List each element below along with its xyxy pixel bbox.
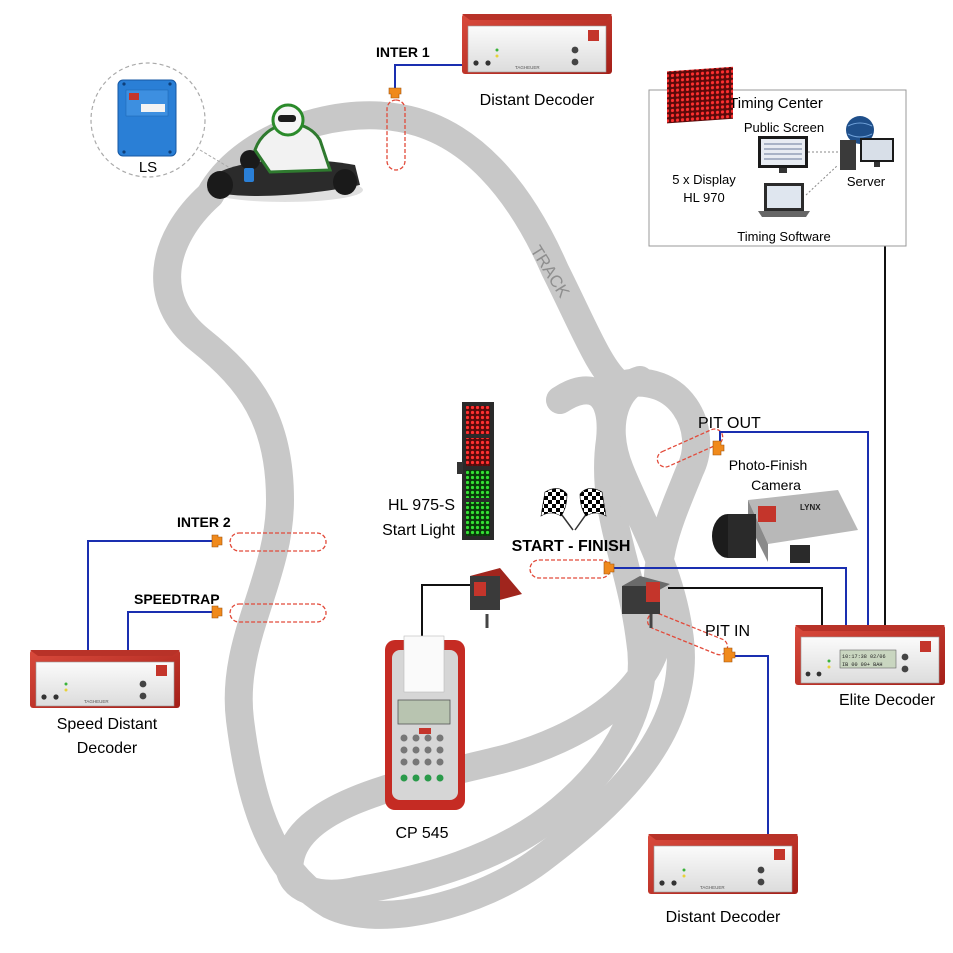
decoder-brand: TAGHEUER <box>84 699 109 704</box>
cp545-label: CP 545 <box>395 825 448 842</box>
connector-inter2 <box>211 534 223 548</box>
speed-distant-decoder: TAGHEUER <box>30 650 180 708</box>
start-light <box>457 402 494 540</box>
checkered-flags-icon <box>540 488 607 531</box>
timing-software-label: Timing Software <box>737 229 830 244</box>
lynx-brand: LYNX <box>800 503 821 512</box>
photo-finish-camera: LYNX <box>712 490 858 563</box>
cable-pit-in <box>735 655 769 845</box>
inter1-label: INTER 1 <box>376 44 430 60</box>
photo-finish-label-1: Photo-Finish <box>729 457 808 473</box>
cable-inter1 <box>394 64 463 95</box>
display-label-1: 5 x Display <box>672 172 736 187</box>
pit-in-label: PIT IN <box>705 623 750 640</box>
photo-finish-label-2: Camera <box>751 477 801 493</box>
pit-out-label: PIT OUT <box>698 415 761 432</box>
cable-inter2 <box>87 540 218 650</box>
photo-cell-right <box>622 576 670 628</box>
connector-pit-out <box>712 440 725 456</box>
cable-pit-out <box>719 431 869 625</box>
loop-speedtrap <box>229 603 327 623</box>
loop-inter2 <box>229 532 327 552</box>
start-light-label-2: Start Light <box>382 522 455 539</box>
display-label-2: HL 970 <box>683 190 724 205</box>
elite-decoder: 10:17:38 02/06 IB 00 00+ BAH <box>795 625 945 685</box>
speedtrap-label: SPEEDTRAP <box>134 591 220 607</box>
cable-start-finish <box>612 567 847 625</box>
elite-decoder-label: Elite Decoder <box>839 692 936 709</box>
distant-decoder-top: TAGHEUER <box>462 14 612 74</box>
timing-center: Timing Center Public Screen 5 x Display … <box>648 66 907 247</box>
start-light-label-1: HL 975-S <box>388 497 455 514</box>
timing-center-title: Timing Center <box>729 95 823 112</box>
connector-speedtrap <box>211 605 223 619</box>
server-tower <box>840 140 856 170</box>
photo-cell-left <box>470 568 522 628</box>
connector-inter1 <box>388 87 402 99</box>
ls-transponder-bubble: LS <box>90 62 231 178</box>
speed-distant-decoder-label-1: Speed Distant <box>57 716 158 733</box>
track: TRACK <box>153 101 711 929</box>
connector-start-finish <box>603 561 615 575</box>
track-outer-loop <box>153 181 695 929</box>
cable-cp545 <box>421 584 470 650</box>
distant-decoder-bottom-label: Distant Decoder <box>666 909 781 926</box>
display-hl970-panel <box>667 66 733 124</box>
decoder-brand: TAGHEUER <box>515 65 540 70</box>
public-screen-label: Public Screen <box>744 120 824 135</box>
start-finish-label: START - FINISH <box>512 538 631 555</box>
cp545-printer <box>385 635 465 810</box>
inter2-label: INTER 2 <box>177 514 231 530</box>
track-inner-loop <box>196 101 711 908</box>
decoder-brand: TAGHEUER <box>700 885 725 890</box>
connectors <box>211 87 736 663</box>
distant-decoder-top-label: Distant Decoder <box>480 92 595 109</box>
cables <box>87 64 886 845</box>
elite-lcd <box>839 649 897 669</box>
server-label: Server <box>847 174 886 189</box>
cable-photo-cell <box>668 587 823 625</box>
elite-lcd-line1: 10:17:38 02/06 <box>842 654 886 660</box>
cable-speedtrap <box>127 611 218 650</box>
loop-pit-out <box>656 428 724 468</box>
loop-inter1 <box>386 99 406 171</box>
elite-lcd-line2: IB 00 00+ BAH <box>842 662 882 668</box>
ls-label: LS <box>139 159 157 176</box>
globe-icon <box>846 116 874 144</box>
speed-distant-decoder-label-2: Decoder <box>77 740 138 757</box>
loop-start-finish <box>529 559 611 579</box>
kart-with-driver <box>207 103 363 202</box>
connector-pit-in <box>723 647 736 663</box>
distant-decoder-bottom: TAGHEUER <box>648 834 798 894</box>
